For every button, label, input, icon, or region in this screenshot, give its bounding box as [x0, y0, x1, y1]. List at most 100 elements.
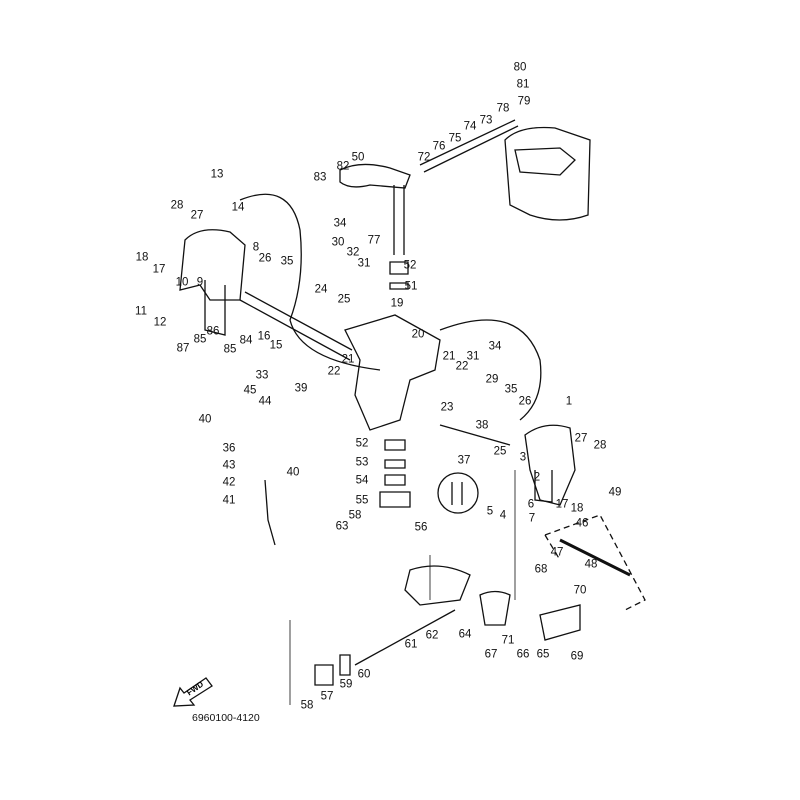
washers-lower [314, 654, 351, 686]
part-number-label: 52 [403, 259, 417, 272]
part-number-label: 75 [448, 132, 462, 145]
part-number-label: 43 [222, 459, 236, 472]
part-number-label: 12 [153, 316, 167, 329]
part-number-label: 22 [455, 360, 469, 373]
part-number-label: 27 [574, 432, 588, 445]
part-number-label: 31 [357, 257, 371, 270]
part-number-label: 44 [258, 395, 272, 408]
part-number-label: 42 [222, 476, 236, 489]
part-number-label: 16 [257, 330, 271, 343]
part-number-label: 21 [341, 353, 355, 366]
hose-loop-right [439, 319, 542, 421]
tilt-tube [239, 291, 353, 361]
dashed-box [544, 514, 646, 611]
part-number-label: 82 [336, 160, 350, 173]
part-number-label: 9 [196, 276, 204, 289]
part-number-label: 18 [570, 502, 584, 515]
part-number-label: 29 [485, 373, 499, 386]
part-number-label: 22 [327, 365, 341, 378]
part-number-label: 10 [175, 276, 189, 289]
shaft-37 [439, 424, 511, 446]
part-number-label: 66 [516, 648, 530, 661]
part-number-label: 25 [337, 293, 351, 306]
detail-pin [451, 482, 463, 505]
part-number-label: 57 [320, 690, 334, 703]
steering-shaft [419, 119, 519, 173]
lower-shaft [354, 609, 456, 666]
part-number-label: 40 [198, 413, 212, 426]
part-number-label: 28 [593, 439, 607, 452]
part-number-label: 79 [517, 95, 531, 108]
part-number-label: 50 [351, 151, 365, 164]
part-number-label: 3 [519, 451, 527, 464]
right-clamp-bracket [524, 424, 576, 506]
part-number-label: 37 [457, 454, 471, 467]
part-number-label: 55 [355, 494, 369, 507]
part-number-label: 48 [584, 558, 598, 571]
part-number-label: 78 [496, 102, 510, 115]
part-number-label: 83 [313, 171, 327, 184]
part-number-label: 35 [504, 383, 518, 396]
part-number-label: 63 [335, 520, 349, 533]
lower-bracket [404, 565, 471, 606]
part-number-label: 33 [255, 369, 269, 382]
part-number-label: 36 [222, 442, 236, 455]
left-clamp-bracket [179, 229, 246, 301]
part-number-label: 41 [222, 494, 236, 507]
part-number-label: 58 [348, 509, 362, 522]
part-number-label: 85 [193, 333, 207, 346]
part-number-label: 8 [252, 241, 260, 254]
hose-loop-left [239, 193, 381, 371]
part-number-label: 74 [463, 120, 477, 133]
part-number-label: 39 [294, 382, 308, 395]
part-number-label: 47 [550, 546, 564, 559]
part-number-label: 76 [432, 140, 446, 153]
part-number-label: 13 [210, 168, 224, 181]
part-number-label: 34 [333, 217, 347, 230]
part-number-label: 26 [518, 395, 532, 408]
part-number-label: 54 [355, 474, 369, 487]
part-number-label: 1 [565, 395, 573, 408]
bushings-stack [379, 439, 411, 508]
part-number-label: 87 [176, 342, 190, 355]
part-number-label: 58 [300, 699, 314, 712]
part-number-label: 71 [501, 634, 515, 647]
part-number-label: 72 [417, 151, 431, 164]
lower-housing [479, 590, 511, 626]
bushings-top [389, 261, 409, 290]
part-number-label: 64 [458, 628, 472, 641]
part-number-label: 24 [314, 283, 328, 296]
part-number-label: 15 [269, 339, 283, 352]
rod-41 [264, 479, 276, 546]
part-number-label: 14 [231, 201, 245, 214]
part-number-label: 80 [513, 61, 527, 74]
part-number-label: 77 [367, 234, 381, 247]
part-number-label: 34 [488, 340, 502, 353]
part-number-label: 40 [286, 466, 300, 479]
part-number-label: 73 [479, 114, 493, 127]
tilt-lever-46 [559, 538, 631, 577]
part-number-label: 25 [493, 445, 507, 458]
part-number-label: 52 [355, 437, 369, 450]
steering-bracket [339, 163, 411, 189]
part-number-label: 28 [170, 199, 184, 212]
part-number-label: 23 [440, 401, 454, 414]
part-number-label: 70 [573, 584, 587, 597]
part-number-label: 38 [475, 419, 489, 432]
part-number-label: 49 [608, 486, 622, 499]
part-number-label: 67 [484, 648, 498, 661]
part-number-label: 86 [206, 325, 220, 338]
part-number-label: 6 [527, 498, 535, 511]
part-number-label: 17 [555, 498, 569, 511]
part-number-label: 35 [280, 255, 294, 268]
part-number-label: 84 [239, 334, 253, 347]
forward-arrow-icon [173, 677, 213, 707]
engine-cowling-outline [504, 126, 591, 221]
part-number-label: 62 [425, 629, 439, 642]
part-number-label: 32 [346, 246, 360, 259]
part-number-label: 7 [528, 512, 536, 525]
part-number-label: 20 [411, 328, 425, 341]
part-number-label: 18 [135, 251, 149, 264]
part-number-label: 53 [355, 456, 369, 469]
